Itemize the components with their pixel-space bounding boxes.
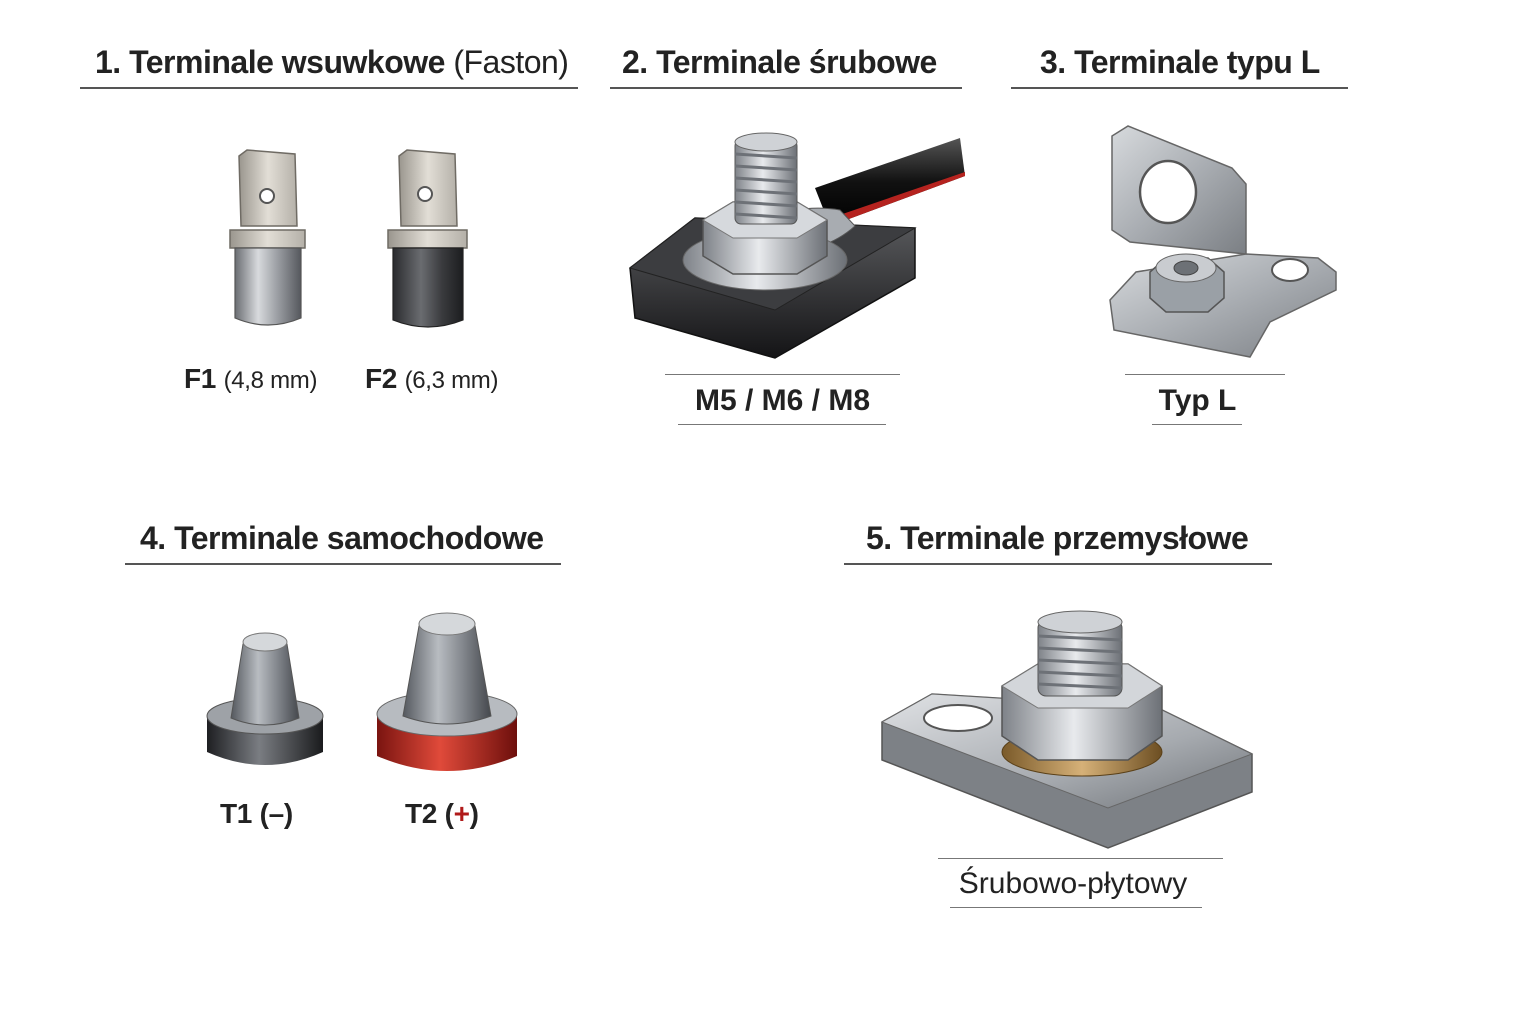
section-title-faston: 1. Terminale wsuwkowe (Faston) [95, 42, 569, 82]
item-code: F1 [184, 363, 217, 394]
section-rule [610, 87, 962, 89]
section-title-extra: (Faston) [453, 44, 569, 80]
section-title-automotive: 4. Terminale samochodowe [140, 520, 544, 556]
l-type-caption: Typ L [1158, 384, 1237, 417]
caption-rule-top [1125, 374, 1285, 375]
item-polarity: (–) [259, 798, 294, 829]
item-code: T2 [405, 798, 438, 829]
item-code: F2 [365, 363, 398, 394]
caption-rule-bottom [1152, 424, 1242, 425]
section-title-screw: 2. Terminale śrubowe [622, 44, 937, 80]
polarity-open: ( [444, 798, 454, 829]
section-title-l-type: 3. Terminale typu L [1040, 44, 1320, 80]
section-title-industrial: 5. Terminale przemysłowe [866, 520, 1249, 556]
screw-caption: M5 / M6 / M8 [694, 384, 871, 417]
battery-terminal-negative-icon [206, 632, 324, 765]
section-rule [844, 563, 1272, 565]
screw-terminal-icon [628, 132, 965, 359]
faston-f2-label: F2 (6,3 mm) [365, 362, 498, 398]
battery-t2-label: T2 (+) [405, 797, 479, 831]
polarity-plus: + [453, 798, 470, 829]
item-spec: (4,8 mm) [223, 367, 318, 394]
caption-rule-bottom [950, 907, 1202, 908]
industrial-caption: Śrubowo-płytowy [958, 867, 1188, 900]
caption-rule-top [665, 374, 900, 375]
l-type-terminal-icon [1109, 125, 1337, 358]
battery-t1-label: T1 (–) [220, 797, 293, 831]
item-spec: (6,3 mm) [404, 367, 499, 394]
section-rule [80, 87, 578, 89]
section-rule [1011, 87, 1348, 89]
caption-rule-top [938, 858, 1223, 859]
item-polarity: (+) [445, 798, 479, 829]
battery-terminal-positive-icon [376, 612, 518, 771]
polarity-close: ) [469, 798, 479, 829]
item-code: T1 [220, 798, 253, 829]
faston-f2-icon [387, 149, 468, 328]
section-title-main: 1. Terminale wsuwkowe [95, 44, 445, 80]
caption-rule-bottom [678, 424, 886, 425]
faston-f1-icon [229, 149, 306, 326]
faston-f1-label: F1 (4,8 mm) [184, 362, 317, 398]
industrial-terminal-icon [880, 610, 1254, 849]
section-rule [125, 563, 561, 565]
